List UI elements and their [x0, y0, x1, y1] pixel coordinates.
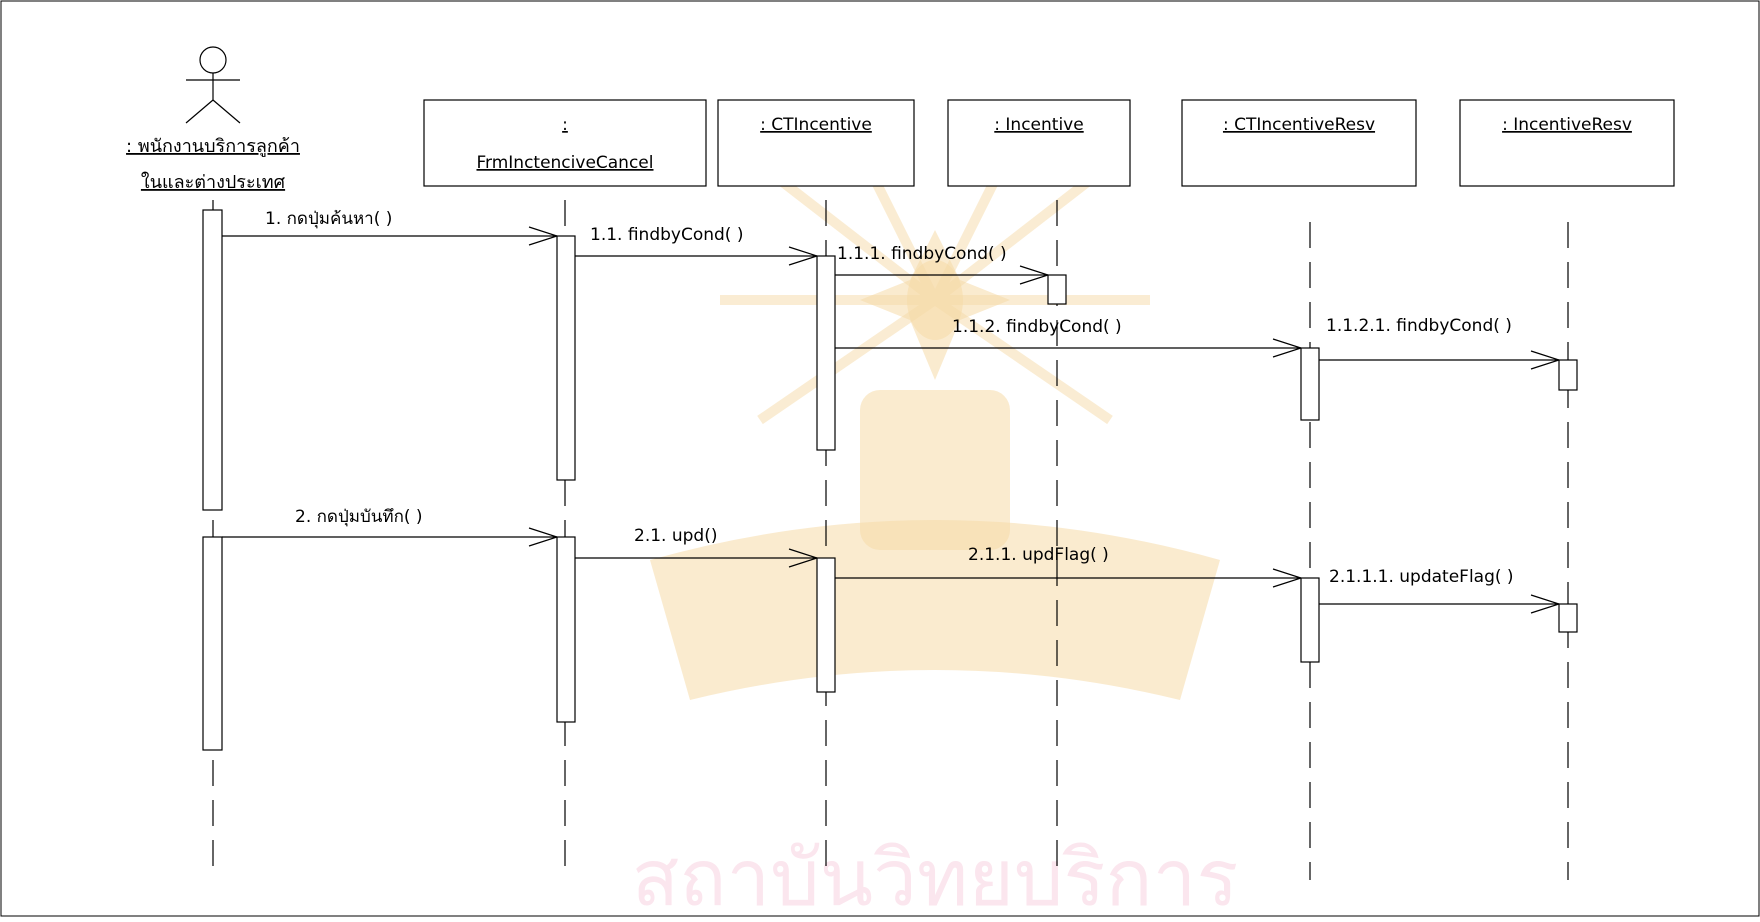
activation-actor-2 — [202, 536, 223, 751]
message-arrow-1 — [222, 226, 559, 246]
object-box-ct — [717, 99, 915, 187]
message-label-1: 1. กดปุ่มค้นหา( ) — [265, 209, 392, 229]
actor-figure — [185, 46, 241, 124]
activation-ct-1 — [816, 255, 836, 451]
message-label-2-1: 2.1. upd() — [634, 526, 717, 546]
message-arrow-2-1-1-1 — [1319, 594, 1561, 614]
message-arrow-2 — [222, 527, 559, 547]
message-arrow-1-1-1 — [835, 265, 1050, 285]
object-box-ir — [1459, 99, 1675, 187]
actor-label-line1: : พนักงานบริการลูกค้า — [126, 136, 300, 157]
object-label-ir: : IncentiveResv — [1502, 115, 1632, 135]
message-label-1-1-2-1: 1.1.2.1. findbyCond( ) — [1326, 316, 1512, 336]
activation-inc-1 — [1047, 274, 1067, 305]
message-arrow-2-1 — [575, 548, 819, 568]
object-label-frm-line1: : — [562, 115, 568, 135]
message-arrow-1-1-2-1 — [1319, 350, 1561, 370]
message-label-2-1-1: 2.1.1. updFlag( ) — [968, 545, 1109, 565]
activation-actor-1 — [202, 209, 223, 511]
object-box-frm — [423, 99, 707, 187]
object-box-inc — [947, 99, 1131, 187]
activation-ct-2 — [816, 557, 836, 693]
object-label-frm-line2: FrmInctenciveCancel — [476, 153, 653, 173]
activation-frm-1 — [556, 235, 576, 481]
message-label-1-1-1: 1.1.1. findbyCond( ) — [837, 244, 1007, 264]
message-arrow-2-1-1 — [835, 568, 1303, 588]
activation-frm-2 — [556, 536, 576, 723]
message-label-2: 2. กดปุ่มบันทึก( ) — [295, 507, 423, 527]
object-label-ctr: : CTIncentiveResv — [1223, 115, 1375, 135]
object-label-ct: : CTIncentive — [760, 115, 872, 135]
object-label-inc: : Incentive — [994, 115, 1083, 135]
message-arrow-1-1-2 — [835, 338, 1303, 358]
message-label-1-1: 1.1. findbyCond( ) — [590, 225, 743, 245]
message-label-1-1-2: 1.1.2. findbyCond( ) — [952, 317, 1122, 337]
message-arrow-1-1 — [575, 246, 819, 266]
object-box-ctr — [1181, 99, 1417, 187]
watermark-text: สถาบันวิทยบริการ — [632, 834, 1239, 917]
activation-ir-2 — [1558, 603, 1578, 633]
activation-ctr-1 — [1300, 347, 1320, 421]
message-label-2-1-1-1: 2.1.1.1. updateFlag( ) — [1329, 567, 1514, 587]
actor-label-line2: ในและต่างประเทศ — [141, 171, 286, 193]
activation-ir-1 — [1558, 359, 1578, 391]
activation-ctr-2 — [1300, 577, 1320, 663]
